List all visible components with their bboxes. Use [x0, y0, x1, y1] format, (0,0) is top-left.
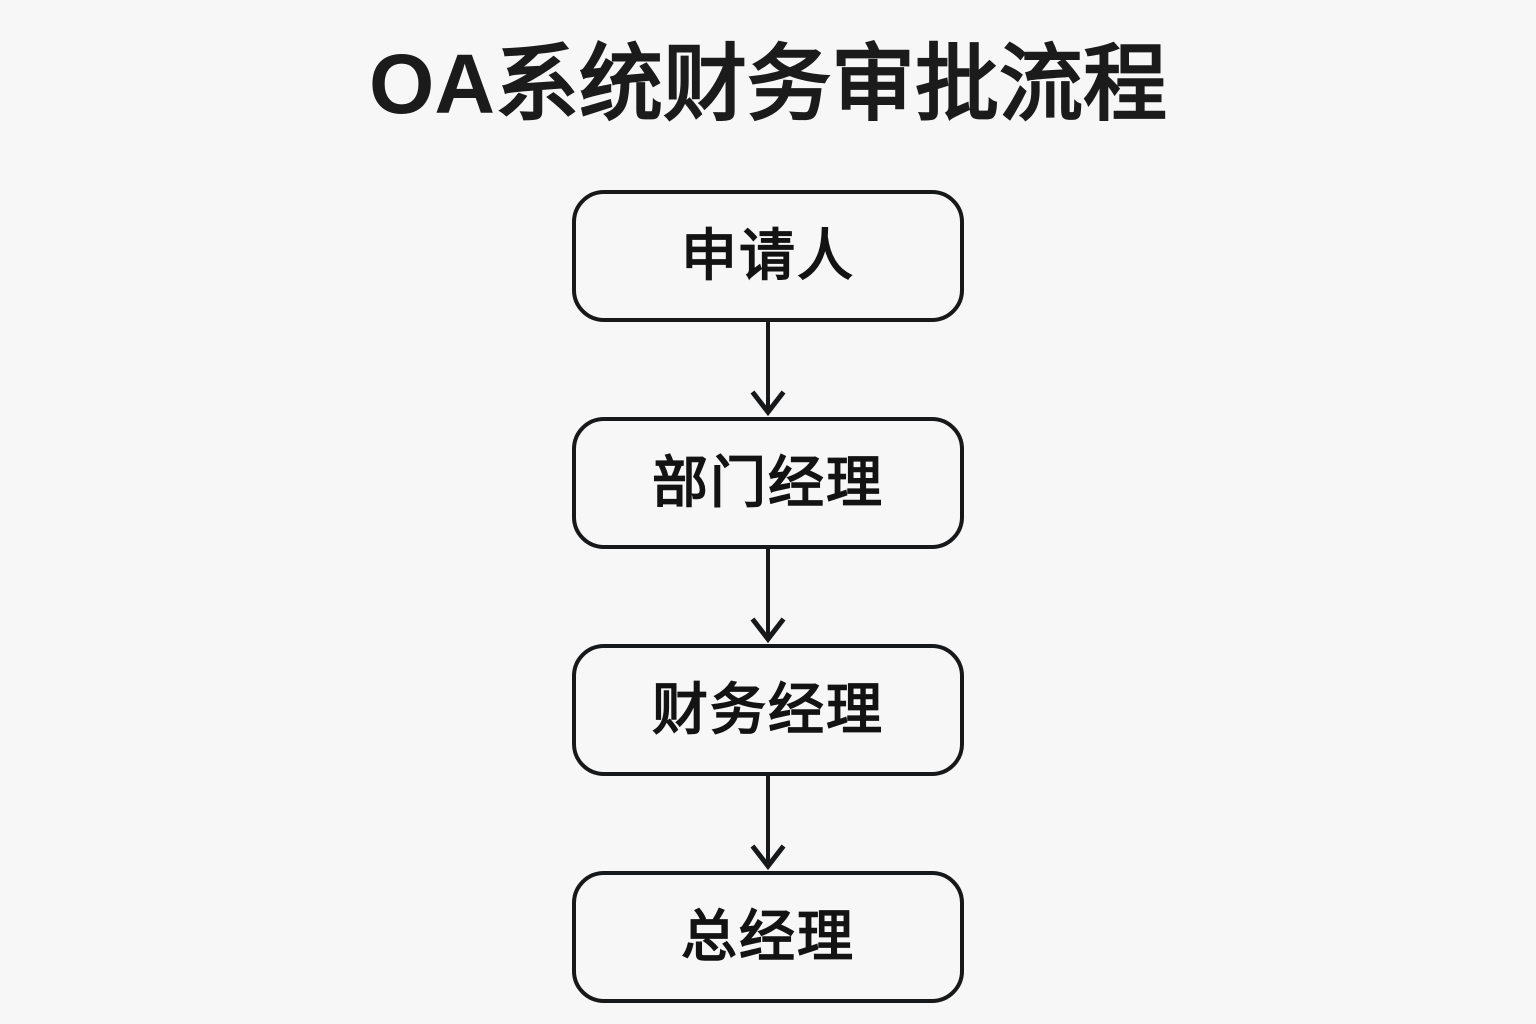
flow-node-finance-manager[interactable]: 财务经理	[572, 644, 964, 776]
arrow-down-icon	[750, 549, 786, 644]
page-title: OA系统财务审批流程	[368, 37, 1167, 131]
flow-node-applicant[interactable]: 申请人	[572, 190, 964, 322]
arrow-down-icon	[750, 776, 786, 871]
flow-connector-1	[572, 322, 964, 417]
arrow-down-icon	[750, 322, 786, 417]
flow-node-label: 部门经理	[652, 451, 884, 514]
flow-node-label: 总经理	[681, 905, 855, 968]
flow-node-label: 申请人	[681, 224, 855, 287]
flow-node-department-manager[interactable]: 部门经理	[572, 417, 964, 549]
flowchart-column: 申请人 部门经理 财务经理	[572, 190, 964, 1003]
flow-node-label: 财务经理	[652, 678, 884, 741]
flow-connector-2	[572, 549, 964, 644]
flow-node-general-manager[interactable]: 总经理	[572, 871, 964, 1003]
flow-connector-3	[572, 776, 964, 871]
